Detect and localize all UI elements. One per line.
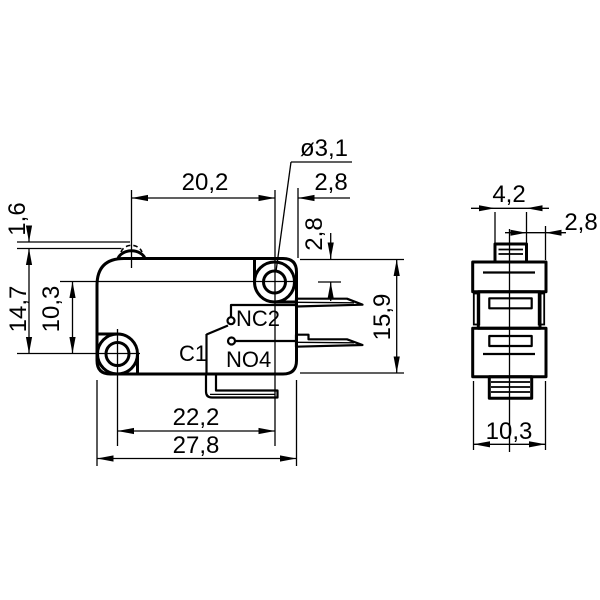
extension-lines	[17, 188, 404, 466]
dim-label-hole-off-y: 2,8	[301, 217, 328, 250]
terminal-no-fold-line	[297, 341, 355, 344]
side-dimension-lines	[471, 205, 566, 448]
nc-contact-wire	[229, 303, 296, 317]
terminal-label-no: NO4	[226, 347, 271, 372]
common-lever	[206, 324, 229, 336]
nc-contact-dot	[226, 316, 236, 326]
dim-label-total-width: 27,8	[173, 432, 220, 459]
bottom-boss-tangents	[97, 332, 139, 374]
dim-label-top-span: 20,2	[182, 169, 229, 196]
terminal-label-nc: NC2	[236, 306, 280, 331]
dimension-lines	[25, 161, 400, 462]
side-view: 4,2 2,8 10,3	[471, 181, 598, 452]
terminal-nc-fold-line	[297, 301, 355, 304]
leader-line-hole-dia	[275, 161, 292, 272]
top-boss-tangents	[253, 258, 297, 304]
side-body	[471, 242, 548, 400]
dim-label-hole-span: 22,2	[173, 404, 220, 431]
plunger-free-position-arc	[120, 244, 143, 253]
side-lower-slot	[488, 334, 533, 348]
terminal-common-bent-blade	[204, 374, 279, 399]
side-extension-lines	[472, 212, 547, 452]
dim-label-hole-off-x: 2,8	[314, 169, 347, 196]
dim-label-edge-offset: 2,8	[564, 209, 597, 236]
terminal-no-blade	[294, 333, 364, 348]
body-outline	[95, 257, 298, 376]
side-plunger	[493, 242, 528, 264]
switch-body	[95, 244, 298, 376]
dim-label-plunger-width: 4,2	[492, 181, 525, 208]
dim-label-depth: 10,3	[486, 418, 533, 445]
side-terminal-block	[487, 375, 534, 400]
side-right-clip	[537, 292, 546, 326]
dim-label-total-height: 15,9	[369, 294, 396, 341]
side-left-clip	[472, 292, 481, 326]
contact-schematic	[205, 303, 296, 374]
dim-label-pretravel: 1,6	[4, 202, 31, 235]
bottom-mounting-hole	[104, 341, 131, 367]
no-contact-dot	[226, 336, 237, 346]
dim-label-hole-dia: ø3,1	[300, 135, 348, 162]
dim-label-op-height: 14,7	[5, 286, 32, 333]
top-mounting-hole	[262, 269, 287, 295]
dim-label-hole-height: 10,3	[38, 286, 65, 333]
plunger-button	[116, 249, 147, 260]
terminal-label-common: C1	[179, 341, 207, 366]
front-view: 20,2 ø3,1 2,8 2,8 1,6 14,7 10,3 15,9 22,…	[4, 135, 404, 466]
side-mid-slot	[488, 297, 533, 310]
